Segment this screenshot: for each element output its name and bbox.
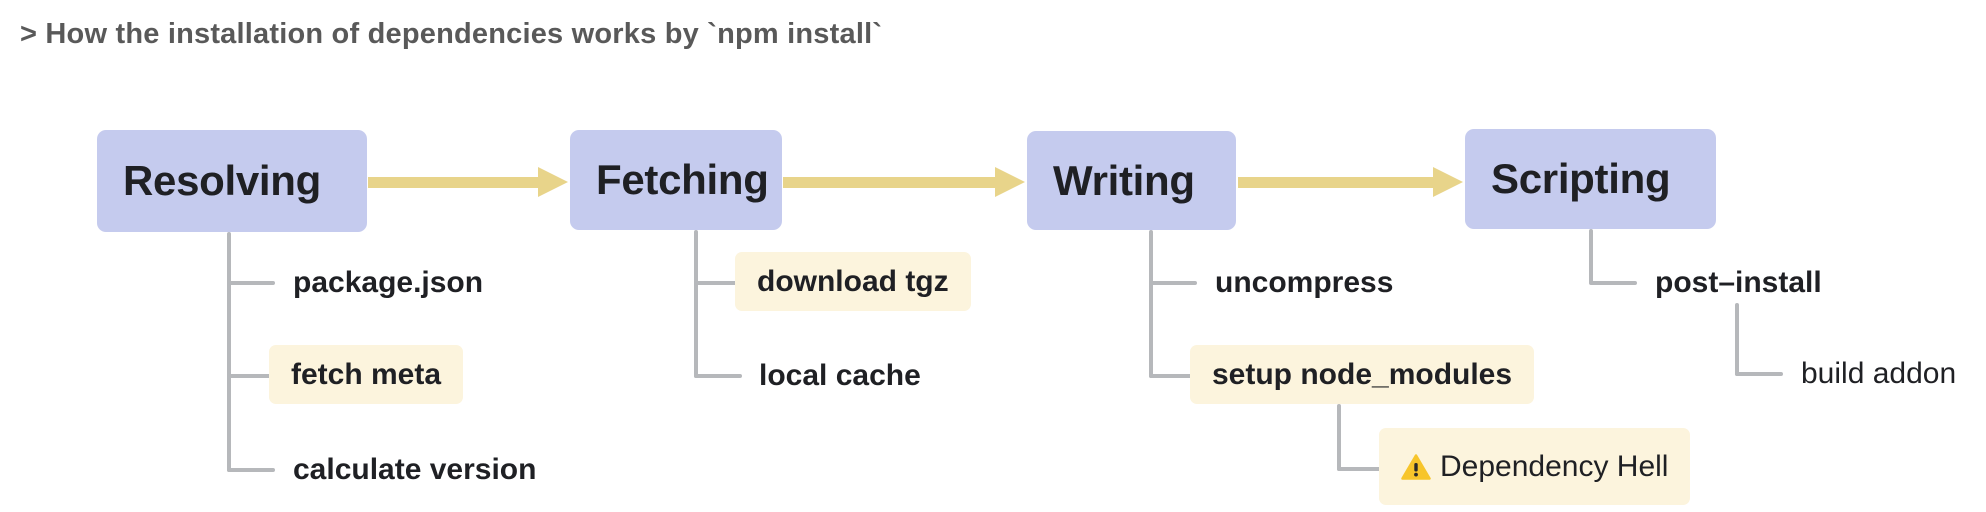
- connector-stem-resolving: [227, 232, 231, 472]
- leaf-label: setup node_modules: [1212, 357, 1513, 391]
- leaf-local-cache[interactable]: local cache: [751, 359, 929, 393]
- leaf-package-json[interactable]: package.json: [285, 266, 491, 300]
- warning-triangle-icon: [1401, 453, 1431, 481]
- stage-label-resolving: Resolving: [123, 157, 322, 204]
- arrow-shaft: [783, 177, 997, 188]
- leaf-label: fetch meta: [291, 357, 442, 391]
- leaf-label: uncompress: [1215, 266, 1394, 299]
- arrow-shaft: [1238, 177, 1435, 188]
- leaf-label: download tgz: [757, 264, 949, 298]
- stage-box-resolving[interactable]: Resolving: [97, 130, 367, 232]
- stage-label-writing: Writing: [1053, 156, 1195, 204]
- arrow-head: [995, 167, 1025, 197]
- leaf-dependency-hell[interactable]: Dependency Hell: [1379, 428, 1691, 505]
- stage-label-fetching: Fetching: [596, 156, 769, 203]
- leaf-label: Dependency Hell: [1440, 449, 1669, 483]
- connector-stem-writing: [1149, 230, 1153, 378]
- connector-stem-setup-node-modules: [1337, 404, 1341, 471]
- leaf-build-addon[interactable]: build addon: [1793, 357, 1964, 391]
- leaf-fetch-meta[interactable]: fetch meta: [269, 345, 464, 404]
- connector-stem-scripting: [1589, 229, 1593, 284]
- leaf-label: calculate version: [293, 453, 537, 486]
- arrow-head: [1433, 167, 1463, 197]
- connector-stub-build-addon: [1735, 372, 1783, 376]
- connector-stub-post-install: [1589, 281, 1637, 285]
- page-title: > How the installation of dependencies w…: [20, 18, 883, 50]
- leaf-calculate-version[interactable]: calculate version: [285, 453, 544, 487]
- connector-stub-download-tgz: [694, 281, 742, 285]
- stage-box-fetching[interactable]: Fetching: [570, 130, 782, 230]
- connector-stub-fetch-meta: [227, 374, 275, 378]
- leaf-label: build addon: [1801, 357, 1957, 390]
- connector-stem-post-install: [1735, 303, 1739, 376]
- arrow-head: [538, 167, 568, 197]
- stage-box-writing[interactable]: Writing: [1027, 131, 1236, 230]
- leaf-setup-node-modules[interactable]: setup node_modules: [1190, 345, 1535, 404]
- arrow-shaft: [368, 177, 540, 188]
- connector-stub-uncompress: [1149, 281, 1197, 285]
- leaf-label: post–install: [1655, 266, 1822, 299]
- connector-stub-setup-node-modules: [1149, 374, 1197, 378]
- connector-stub-dependency-hell: [1337, 467, 1385, 471]
- leaf-post-install[interactable]: post–install: [1647, 266, 1830, 300]
- leaf-uncompress[interactable]: uncompress: [1207, 266, 1401, 300]
- leaf-download-tgz[interactable]: download tgz: [735, 252, 971, 311]
- connector-stub-package-json: [227, 281, 275, 285]
- stage-label-scripting: Scripting: [1491, 155, 1671, 202]
- connector-stub-local-cache: [694, 374, 742, 378]
- connector-stub-calculate-version: [227, 468, 275, 472]
- leaf-label: package.json: [293, 266, 484, 299]
- stage-box-scripting[interactable]: Scripting: [1465, 129, 1716, 229]
- leaf-label: local cache: [759, 359, 921, 392]
- connector-stem-fetching: [694, 230, 698, 378]
